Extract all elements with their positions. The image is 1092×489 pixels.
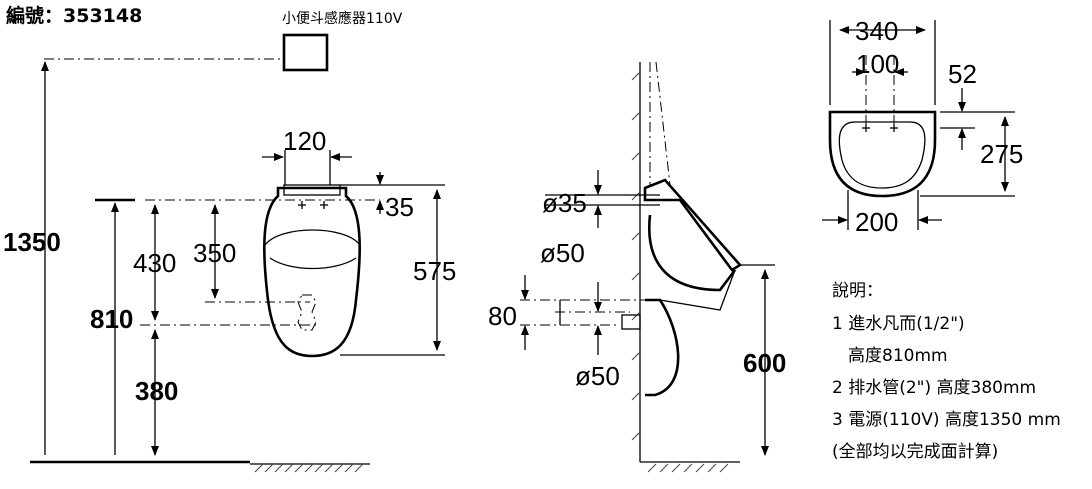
- dim-600: 600: [743, 348, 786, 378]
- dim-100: 100: [856, 49, 899, 79]
- dim-810: 810: [90, 304, 133, 334]
- note-footnote: (全部均以完成面計算): [832, 442, 998, 462]
- note-1-height: 高度810mm: [848, 346, 948, 366]
- note-1: 1 進水凡而(1/2"): [832, 314, 965, 334]
- dim-52: 52: [948, 59, 977, 89]
- notes: 說明： 1 進水凡而(1/2") 高度810mm 2 排水管(2") 高度380…: [832, 281, 1061, 462]
- dim-350: 350: [193, 238, 236, 268]
- sensor-label: 小便斗感應器110V: [282, 10, 403, 27]
- dim-200: 200: [855, 207, 898, 237]
- dim-dia35: ø35: [542, 188, 587, 218]
- dim-275: 275: [980, 139, 1023, 169]
- dim-430: 430: [133, 248, 176, 278]
- sensor-box: [282, 33, 329, 72]
- model-number: 編號：353148: [6, 4, 142, 27]
- dim-340: 340: [855, 16, 898, 46]
- note-3: 3 電源(110V) 高度1350 mm: [832, 410, 1061, 430]
- dim-575: 575: [413, 256, 456, 286]
- notes-title: 說明：: [832, 281, 883, 301]
- dim-380: 380: [135, 376, 178, 406]
- dim-80: 80: [488, 301, 517, 331]
- side-view: [520, 61, 775, 473]
- note-2: 2 排水管(2") 高度380mm: [832, 378, 1036, 398]
- dim-120: 120: [283, 126, 326, 156]
- top-view: [822, 20, 1015, 230]
- front-view: [30, 61, 445, 473]
- dim-dia50-bottom: ø50: [575, 361, 620, 391]
- dim-dia50-top: ø50: [540, 238, 585, 268]
- dim-1350: 1350: [3, 227, 61, 257]
- dim-35: 35: [385, 192, 414, 222]
